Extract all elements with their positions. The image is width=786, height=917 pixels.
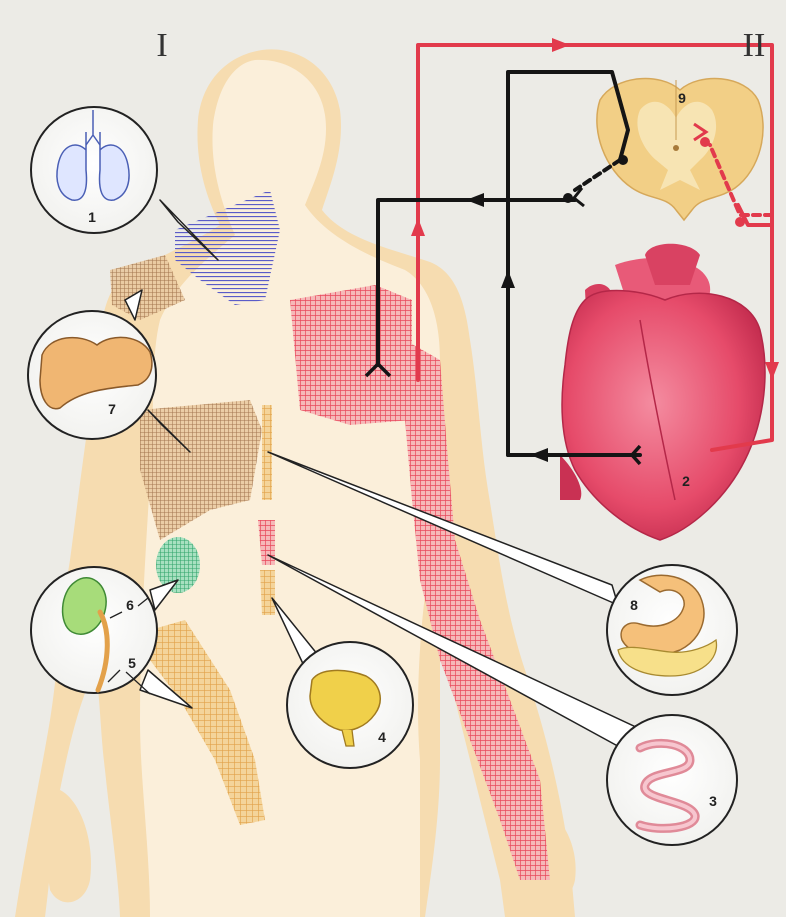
label-4: 4 bbox=[378, 729, 386, 745]
zone-kidney bbox=[156, 537, 200, 593]
label-9: 9 bbox=[678, 90, 686, 106]
callout-bladder: 4 bbox=[287, 642, 413, 768]
label-5: 5 bbox=[128, 655, 136, 671]
label-1: 1 bbox=[88, 209, 96, 225]
callout-lungs: 1 bbox=[31, 107, 157, 233]
label-8: 8 bbox=[630, 597, 638, 613]
callout-stomach: 8 bbox=[607, 565, 737, 695]
zone-bladder bbox=[260, 570, 275, 615]
label-6: 6 bbox=[126, 597, 134, 613]
label-3: 3 bbox=[709, 793, 717, 809]
callout-kidney-ureter: 6 5 bbox=[31, 567, 157, 694]
label-2: 2 bbox=[682, 473, 690, 489]
callout-liver: 7 bbox=[28, 311, 156, 439]
panel-label-ii: II bbox=[743, 27, 766, 64]
label-7: 7 bbox=[108, 401, 116, 417]
panel-label-i: I bbox=[156, 27, 167, 64]
callout-intestine: 3 bbox=[607, 715, 737, 845]
